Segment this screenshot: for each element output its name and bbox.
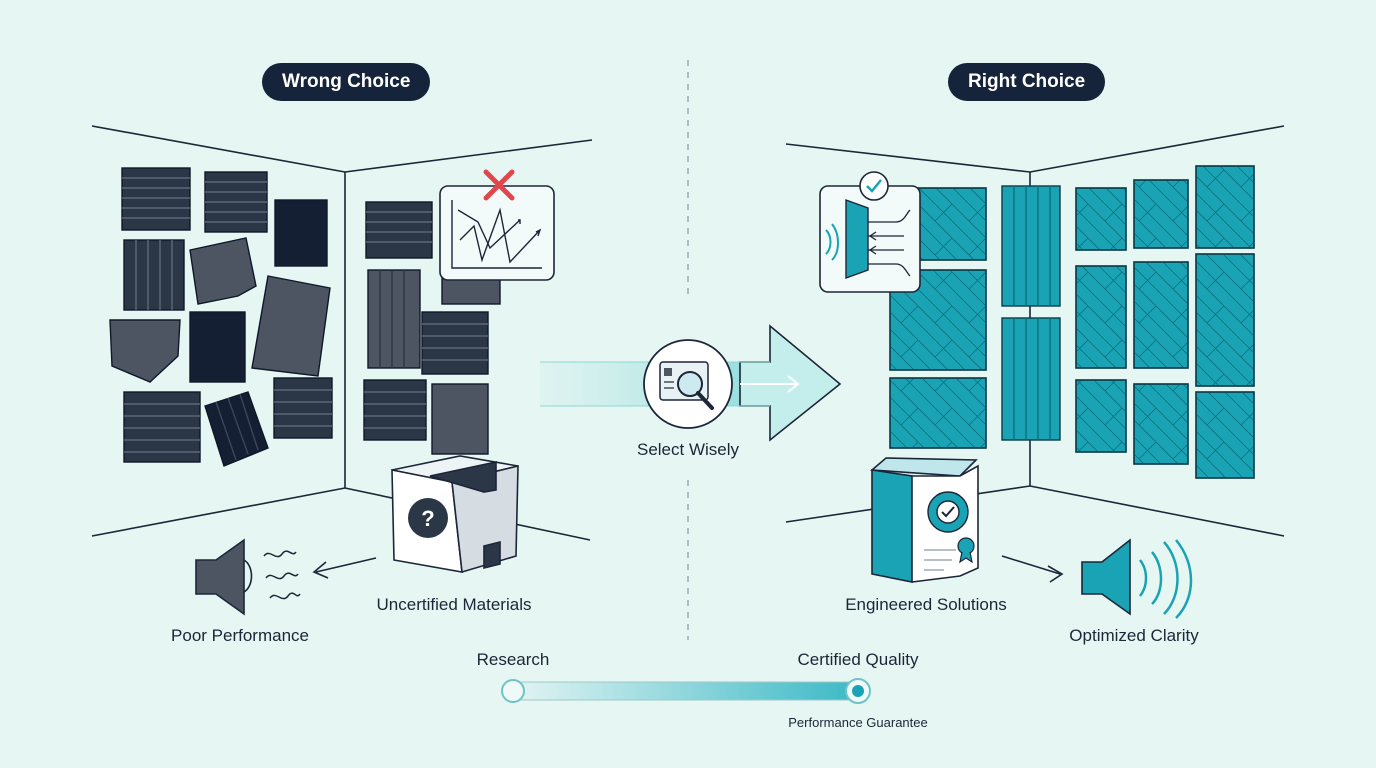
- research-node: [501, 679, 525, 703]
- right-choice-header: Right Choice: [948, 63, 1106, 101]
- absorption-card: [819, 171, 921, 293]
- close-icon: [483, 169, 515, 201]
- speaker-icon: [1081, 538, 1131, 616]
- vertical-panel: [204, 391, 269, 467]
- certified-quality-label: Certified Quality: [797, 650, 919, 669]
- check-icon: [859, 171, 889, 201]
- chart-icon: [451, 200, 542, 269]
- flat-panel: [189, 311, 246, 383]
- flat-panel: [431, 383, 489, 455]
- wrong-choice-header: Wrong Choice: [262, 63, 431, 101]
- vertical-panel: [123, 239, 185, 311]
- engineered-solutions-label: Engineered Solutions: [845, 595, 1007, 614]
- slat-panel: [1001, 317, 1061, 441]
- ribbon-icon: [957, 537, 975, 564]
- poor-performance-label: Poor Performance: [171, 626, 309, 645]
- vertical-panel: [367, 269, 421, 369]
- flat-panel: [274, 199, 328, 267]
- failed-chart-card: [439, 169, 555, 281]
- wedge-panel: [421, 311, 489, 375]
- select-wisely-label: Select Wisely: [636, 440, 740, 459]
- wedge-panel: [273, 377, 333, 439]
- svg-text:?: ?: [421, 506, 434, 531]
- wedge-panel: [123, 391, 201, 463]
- left-room: [91, 125, 593, 541]
- slat-panel: [1001, 185, 1061, 307]
- left-panels: [109, 167, 501, 467]
- progress-track: [501, 678, 871, 704]
- wedge-panel: [365, 201, 433, 259]
- certified-box: [869, 457, 979, 583]
- wedge-panel: [204, 171, 268, 233]
- arrow-icon: [1001, 555, 1064, 583]
- odd-panel: [189, 237, 257, 305]
- right-panels: [889, 165, 1255, 479]
- gear-badge-icon: [927, 491, 969, 533]
- odd-panel: [109, 319, 181, 383]
- wedge-panel: [363, 379, 427, 441]
- search-document-icon: [643, 339, 733, 429]
- sound-waves-icon: [1138, 539, 1193, 619]
- research-label: Research: [476, 650, 550, 669]
- uncertified-materials-label: Uncertified Materials: [376, 595, 532, 614]
- speaker-icon: [195, 538, 253, 616]
- flat-panel: [251, 275, 331, 377]
- sound-waves-icon: [263, 550, 301, 600]
- performance-guarantee-label: Performance Guarantee: [788, 715, 928, 730]
- question-box: ?: [391, 455, 519, 574]
- arrow-icon: [312, 557, 377, 579]
- question-icon: ?: [408, 498, 448, 538]
- optimized-clarity-label: Optimized Clarity: [1069, 626, 1199, 645]
- sound-waves-icon: [825, 223, 839, 261]
- wedge-panel: [121, 167, 191, 231]
- certified-node: [852, 685, 864, 697]
